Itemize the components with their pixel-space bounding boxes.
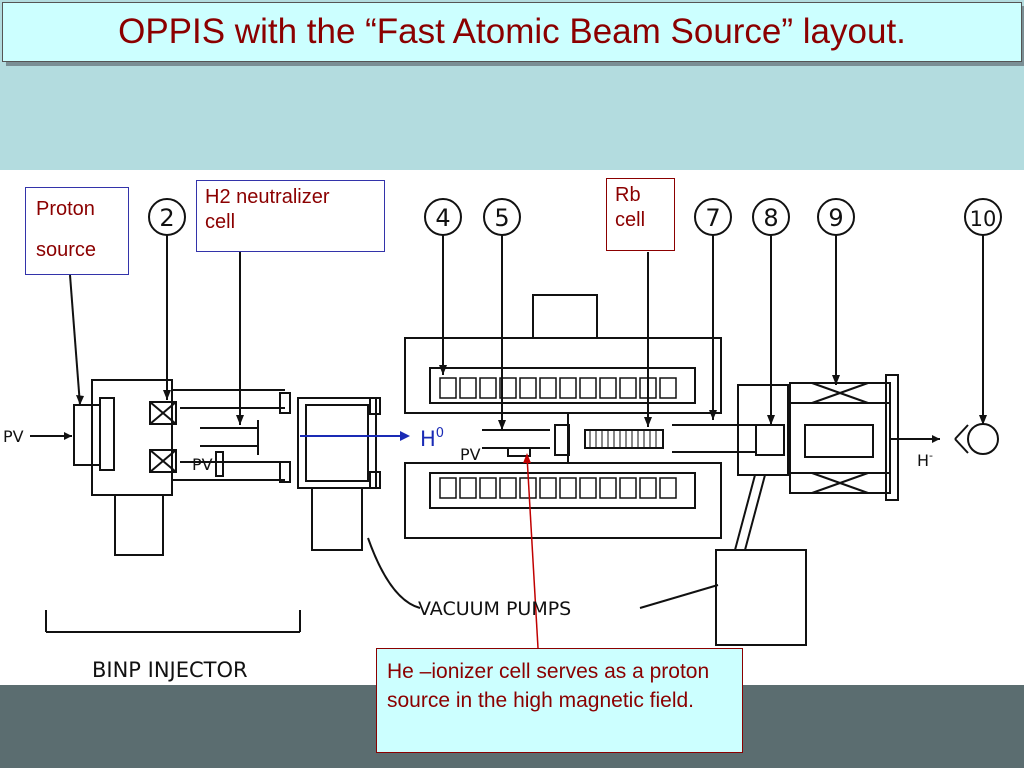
h-minus-label: H- <box>917 449 933 470</box>
callout-2: 2 <box>159 204 174 232</box>
svg-text:H0: H0 <box>420 426 444 451</box>
ionizer-note: He –ionizer cell serves as a proton sour… <box>376 648 743 753</box>
pv-label-ionizer: PV <box>460 445 481 464</box>
pv-label-injector: PV <box>192 455 213 474</box>
pv-label-inlet: PV <box>3 427 24 446</box>
vacuum-pumps-label: VACUUM PUMPS <box>418 598 571 620</box>
binp-injector-label: BINP INJECTOR <box>92 658 248 682</box>
header-band <box>0 60 1024 170</box>
rb-cell-label: Rb cell <box>606 178 675 251</box>
ionizer-pointer <box>526 455 539 649</box>
callout-8: 8 <box>763 204 778 232</box>
callout-9: 9 <box>828 204 843 232</box>
h0-label: H0 <box>420 426 444 451</box>
schematic-drawing: 2 4 5 7 8 9 10 PV PV PV VACUUM PUMPS BIN… <box>3 198 1002 682</box>
callout-10: 10 <box>970 207 997 231</box>
callout-7: 7 <box>705 204 720 232</box>
callout-4: 4 <box>435 204 450 232</box>
page-title: OPPIS with the “Fast Atomic Beam Source”… <box>118 12 906 51</box>
svg-text:H-: H- <box>917 449 933 470</box>
h2-neutralizer-cell-label: H2 neutralizer cell <box>196 180 385 252</box>
callout-5: 5 <box>494 204 509 232</box>
oppis-diagram: 2 4 5 7 8 9 10 PV PV PV VACUUM PUMPS BIN… <box>0 170 1024 685</box>
title-bar: OPPIS with the “Fast Atomic Beam Source”… <box>2 2 1022 62</box>
proton-source-label: Proton source <box>25 187 129 275</box>
